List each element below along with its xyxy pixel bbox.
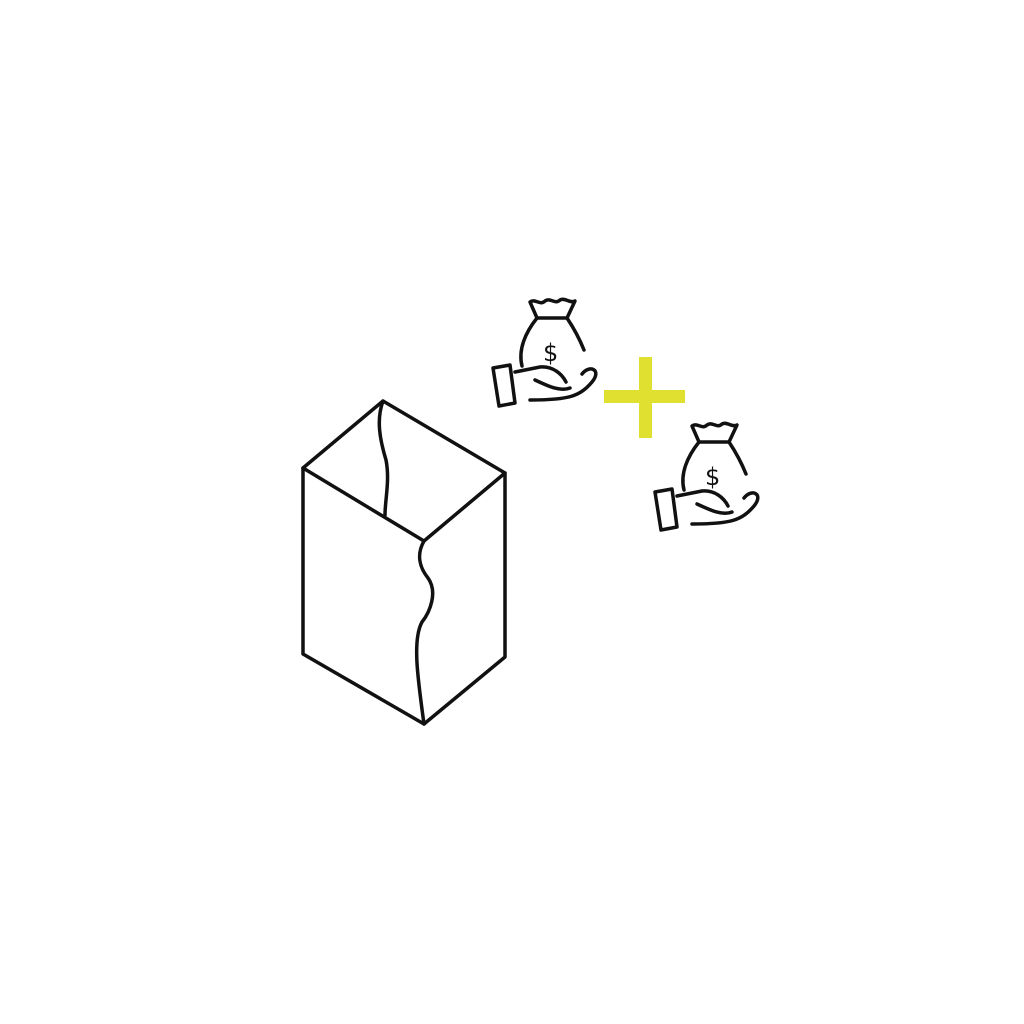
- broken-box-icon: [301, 399, 507, 726]
- money-bag-hand-icon: $: [653, 421, 760, 532]
- dollar-sign: $: [705, 463, 720, 491]
- plus-icon: [604, 357, 685, 438]
- money-bag-hand-icon: $: [491, 297, 598, 408]
- dollar-sign: $: [543, 339, 558, 367]
